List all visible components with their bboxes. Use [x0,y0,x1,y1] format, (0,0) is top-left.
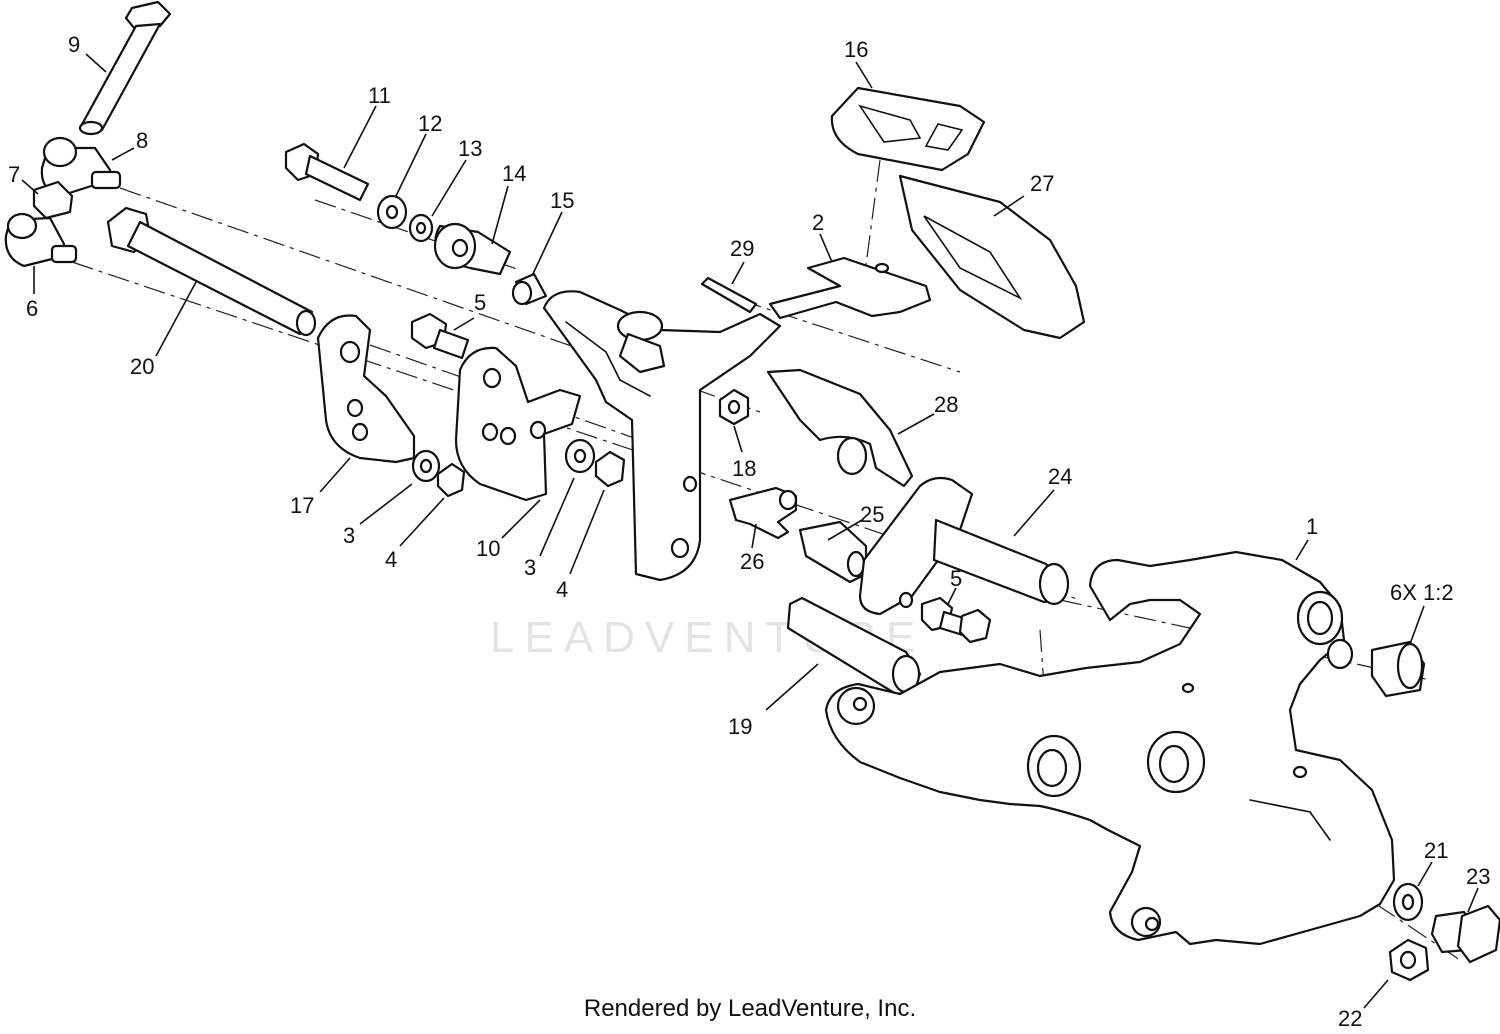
part-12-washer [376,194,408,230]
part-2-pedal-bracket [768,256,932,320]
part-18-nut [718,388,750,426]
part-10-bracket [454,346,582,502]
callout-21: 21 [1424,838,1448,863]
callout-2: 2 [812,210,824,235]
callout-12: 12 [418,111,442,136]
callout-13: 13 [458,136,482,161]
part-19-tube [786,596,922,696]
part-27-pedal [898,174,1086,340]
callout-23: 23 [1466,864,1490,889]
callout-5-upper: 5 [474,290,486,315]
part-3-washer-left [411,449,441,483]
callout-3-left: 3 [343,523,355,548]
part-16-pedal-pad [830,86,986,172]
callout-11: 11 [368,83,391,108]
part-26-fitting [728,486,798,540]
part-11-bolt [284,142,370,202]
part-25-bushing [798,520,868,584]
part-29-pin [700,276,758,314]
callout-24: 24 [1048,464,1072,489]
part-3-washer-middle [564,438,596,474]
part-6-spacer [4,212,78,268]
part-15-bushing [511,272,548,306]
part-28-arm [766,368,914,488]
part-4-nut-left [436,462,466,498]
callout-4-left: 4 [385,547,397,572]
part-5-bolt-upper [410,312,470,360]
callout-28: 28 [934,392,958,417]
part-20-shaft [106,206,317,337]
part-4-nut-middle [594,450,626,488]
part-14-rod-end [433,222,512,276]
callout-22: 22 [1338,1006,1362,1031]
part-13-washer [408,213,434,243]
callout-4-middle: 4 [556,577,568,602]
part-21-washer [1392,882,1424,922]
callout-5-lower: 5 [950,566,962,591]
callout-19: 19 [728,714,752,739]
pedal-arm-assembly [542,290,782,582]
part-23-bolt [1430,904,1500,964]
part-7-nut [32,180,74,220]
callout-17: 17 [290,493,314,518]
callout-18: 18 [732,456,756,481]
callout-29: 29 [730,236,754,261]
callout-9: 9 [68,32,80,57]
callout-leader-lines [21,53,1479,1009]
part-22-nut [1388,938,1430,982]
part-1-main-housing [824,550,1396,946]
part-bushing-6x [1370,640,1426,698]
callout-6: 6 [26,296,38,321]
callout-25: 25 [860,502,884,527]
part-17-bracket [316,314,416,464]
callout-8: 8 [136,128,148,153]
callout-quantity-6x: 6X 1:2 [1390,580,1454,605]
callout-15: 15 [550,188,574,213]
callout-7: 7 [8,162,20,187]
callout-20: 20 [130,354,154,379]
part-5-bolt-lower [920,596,992,644]
callout-1: 1 [1306,514,1318,539]
part-24-bracket-tube [858,476,1070,616]
footer-credit: Rendered by LeadVenture, Inc. [583,995,917,1022]
callout-16: 16 [844,37,868,62]
callout-3-middle: 3 [524,555,536,580]
callout-27: 27 [1030,171,1054,196]
callout-14: 14 [502,161,526,186]
callout-10: 10 [476,536,500,561]
callout-labels: 9 8 7 6 20 11 12 13 14 15 16 27 2 29 5 2… [8,32,1490,1031]
part-9-bolt [78,0,172,136]
callout-26: 26 [740,549,764,574]
